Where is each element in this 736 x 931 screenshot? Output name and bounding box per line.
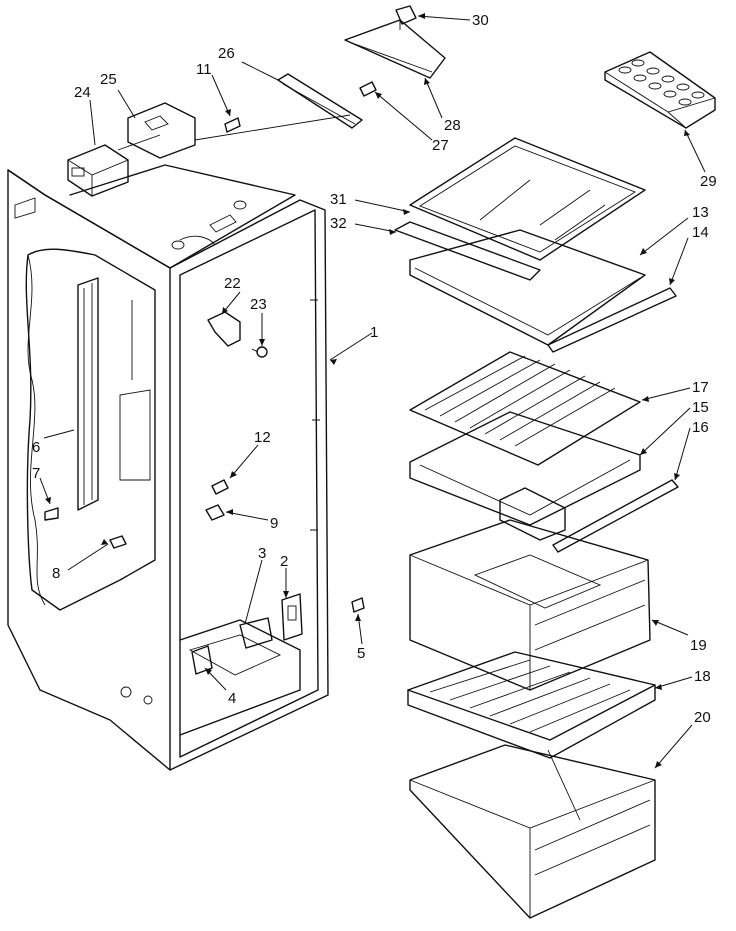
callout-19: 19 xyxy=(690,637,707,654)
callout-5: 5 xyxy=(357,645,365,662)
callout-14: 14 xyxy=(692,224,709,241)
callout-11: 11 xyxy=(196,61,212,78)
glass-shelf-assembly xyxy=(394,137,677,353)
bottom-drawer xyxy=(409,744,656,919)
callout-16: 16 xyxy=(692,419,709,436)
callout-8: 8 xyxy=(52,565,60,582)
callout-18: 18 xyxy=(694,668,711,685)
callout-13: 13 xyxy=(692,204,709,221)
ice-cube-tray xyxy=(604,51,716,129)
callout-15: 15 xyxy=(692,399,709,416)
callout-20: 20 xyxy=(694,709,711,726)
callout-30: 30 xyxy=(472,12,489,29)
cabinet-liner xyxy=(7,164,329,771)
callout-32: 32 xyxy=(330,215,347,232)
callout-3: 3 xyxy=(258,545,266,562)
callout-23: 23 xyxy=(250,296,267,313)
callout-labels: 1 2 3 4 5 6 7 8 9 11 12 13 14 15 16 17 1… xyxy=(32,12,717,726)
callout-31: 31 xyxy=(330,191,347,208)
control-housing xyxy=(67,102,351,197)
leader-lines xyxy=(39,13,706,769)
callout-2: 2 xyxy=(280,553,288,570)
callout-9: 9 xyxy=(270,515,278,532)
cabinet-hardware xyxy=(44,311,365,675)
crisper-cover xyxy=(407,651,656,759)
callout-12: 12 xyxy=(254,429,271,446)
wire-shelf-assembly xyxy=(409,351,679,553)
callout-1: 1 xyxy=(370,324,378,341)
callout-27: 27 xyxy=(432,137,449,154)
callout-29: 29 xyxy=(700,173,717,190)
crisper-drawer xyxy=(409,519,651,691)
callout-28: 28 xyxy=(444,117,461,134)
callout-7: 7 xyxy=(32,465,40,482)
callout-17: 17 xyxy=(692,379,709,396)
callout-25: 25 xyxy=(100,71,117,88)
callout-24: 24 xyxy=(74,84,91,101)
callout-4: 4 xyxy=(228,690,236,707)
shelf-rail xyxy=(277,5,446,129)
callout-22: 22 xyxy=(224,275,241,292)
callout-6: 6 xyxy=(32,439,40,456)
callout-26: 26 xyxy=(218,45,235,62)
